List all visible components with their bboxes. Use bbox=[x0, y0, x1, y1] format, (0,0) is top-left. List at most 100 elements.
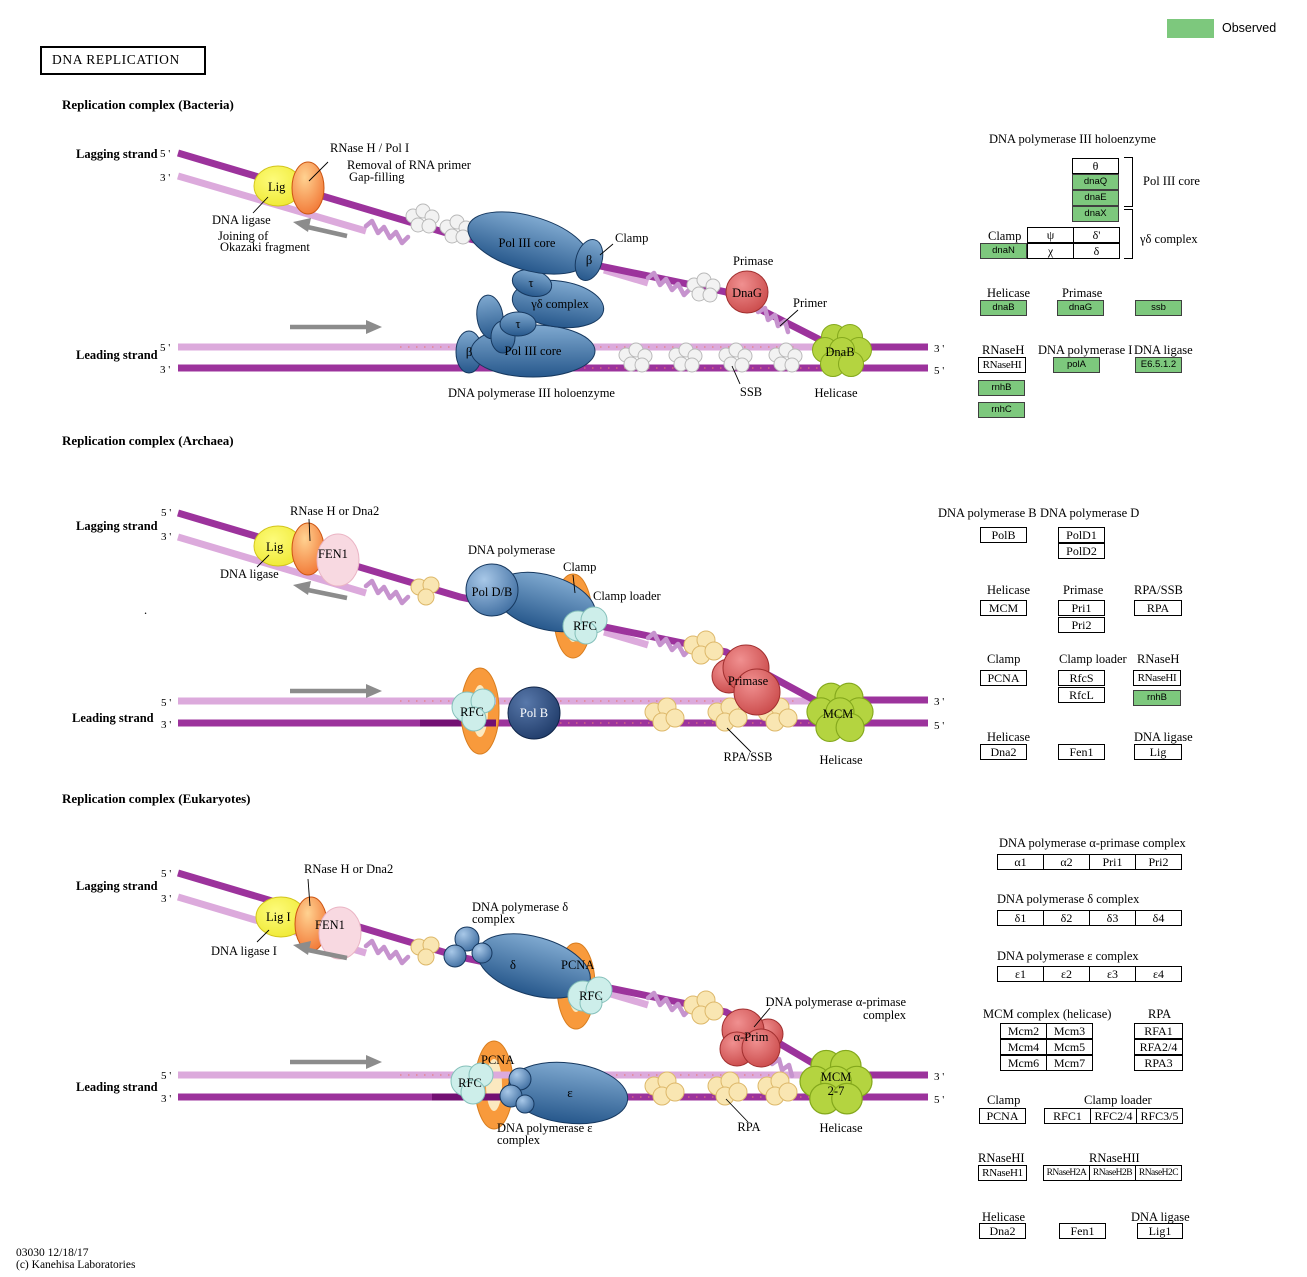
gene-box-RFA24[interactable]: RFA2/4 bbox=[1134, 1039, 1183, 1055]
gene-box-Lig[interactable]: Lig bbox=[1134, 744, 1182, 760]
gene-box-RFC35[interactable]: RFC3/5 bbox=[1136, 1108, 1183, 1124]
gene-box-d4[interactable]: δ4 bbox=[1135, 910, 1182, 926]
gene-box-Mcm7[interactable]: Mcm7 bbox=[1046, 1055, 1093, 1071]
pol3-core-bracket bbox=[1124, 157, 1133, 207]
bacteria-primase-label: Primase bbox=[733, 254, 774, 268]
gene-box-RNaseH2C[interactable]: RNaseH2C bbox=[1135, 1165, 1182, 1181]
gene-box-e1[interactable]: ε1 bbox=[997, 966, 1044, 982]
euk-mcm-label-1: MCM bbox=[821, 1070, 852, 1084]
gene-box-RNaseH1[interactable]: RNaseH1 bbox=[978, 1165, 1027, 1181]
gene-box-PCNA[interactable]: PCNA bbox=[980, 670, 1027, 686]
bracket-label-gd-complex: γδ complex bbox=[1140, 232, 1198, 246]
panel-label-rpa: RPA bbox=[1148, 1007, 1172, 1021]
gene-box-rnasehi[interactable]: RNaseHI bbox=[978, 357, 1026, 373]
gene-box-Dna2[interactable]: Dna2 bbox=[979, 1223, 1026, 1239]
gene-box-Pri2[interactable]: Pri2 bbox=[1135, 854, 1182, 870]
gene-box-PCNA[interactable]: PCNA bbox=[979, 1108, 1026, 1124]
euk-mcm-label-2: 2-7 bbox=[828, 1084, 845, 1098]
gene-box-theta[interactable]: θ bbox=[1072, 158, 1119, 174]
gene-box-Mcm3[interactable]: Mcm3 bbox=[1046, 1023, 1093, 1039]
observed-legend-label: Observed bbox=[1222, 21, 1277, 35]
gene-box-PolD1[interactable]: PolD1 bbox=[1058, 527, 1105, 543]
gene-box-PolD2[interactable]: PolD2 bbox=[1058, 543, 1105, 559]
gene-box-dnaX[interactable]: dnaX bbox=[1072, 206, 1119, 222]
gene-box-RFC24[interactable]: RFC2/4 bbox=[1090, 1108, 1137, 1124]
archaea-lead-3prime: 3 ' bbox=[161, 719, 171, 731]
archaea-lag-3prime: 3 ' bbox=[161, 531, 171, 543]
bacteria-lig-label: Lig bbox=[268, 180, 286, 194]
bacteria-right-3prime: 3 ' bbox=[934, 343, 944, 355]
gene-box-ssb[interactable]: ssb bbox=[1135, 300, 1182, 316]
panel-label-clamp: Clamp bbox=[987, 1093, 1021, 1107]
gene-box-d2[interactable]: δ2 bbox=[1043, 910, 1090, 926]
panel-label-helicase: Helicase bbox=[987, 286, 1031, 300]
eukaryote-alpha-primase-blobs bbox=[719, 1008, 784, 1068]
gene-box-polA[interactable]: polA bbox=[1053, 357, 1100, 373]
gene-box-rnhB[interactable]: rnhB bbox=[1133, 690, 1181, 706]
gene-box-delta[interactable]: δ bbox=[1073, 243, 1120, 259]
pathway-title-box[interactable]: DNA REPLICATION bbox=[40, 46, 206, 75]
gene-box-Mcm6[interactable]: Mcm6 bbox=[1000, 1055, 1047, 1071]
gene-box-RNaseHI[interactable]: RNaseHI bbox=[1133, 670, 1181, 686]
gene-box-psi[interactable]: ψ bbox=[1027, 227, 1074, 243]
gene-box-Dna2[interactable]: Dna2 bbox=[980, 744, 1027, 760]
gene-box-RNaseH2B[interactable]: RNaseH2B bbox=[1089, 1165, 1136, 1181]
gene-box-RFC1[interactable]: RFC1 bbox=[1044, 1108, 1091, 1124]
gene-box-dnaQ[interactable]: dnaQ bbox=[1072, 174, 1119, 190]
gene-box-e3[interactable]: ε3 bbox=[1089, 966, 1136, 982]
euk-leading-strand-label: Leading strand bbox=[76, 1080, 158, 1094]
gene-box-Pri1[interactable]: Pri1 bbox=[1058, 600, 1105, 616]
gene-box-e6512[interactable]: E6.5.1.2 bbox=[1135, 357, 1182, 373]
gene-box-RPA[interactable]: RPA bbox=[1134, 600, 1182, 616]
gene-box-delta-prime[interactable]: δ' bbox=[1073, 227, 1120, 243]
panel-label-mcm-complex: MCM complex (helicase) bbox=[983, 1007, 1112, 1021]
gene-box-Mcm2[interactable]: Mcm2 bbox=[1000, 1023, 1047, 1039]
gene-box-RFA1[interactable]: RFA1 bbox=[1134, 1023, 1183, 1039]
archaea-rnaseh-label: RNase H or Dna2 bbox=[290, 504, 379, 518]
gene-box-RNaseH2A[interactable]: RNaseH2A bbox=[1043, 1165, 1090, 1181]
euk-lead-5prime: 5 ' bbox=[161, 1070, 171, 1082]
bacteria-joining-label-2: Okazaki fragment bbox=[220, 240, 310, 254]
gene-box-RfcS[interactable]: RfcS bbox=[1058, 670, 1105, 686]
gene-box-chi[interactable]: χ bbox=[1027, 243, 1074, 259]
gene-box-RfcL[interactable]: RfcL bbox=[1058, 687, 1105, 703]
gene-box-d3[interactable]: δ3 bbox=[1089, 910, 1136, 926]
archaea-polb-label: Pol B bbox=[520, 706, 548, 720]
gene-box-rnhB[interactable]: rnhB bbox=[978, 380, 1025, 396]
gene-box-Mcm5[interactable]: Mcm5 bbox=[1046, 1039, 1093, 1055]
gene-box-dnaB[interactable]: dnaB bbox=[980, 300, 1027, 316]
gene-box-dnaG[interactable]: dnaG bbox=[1057, 300, 1104, 316]
gene-box-e2[interactable]: ε2 bbox=[1043, 966, 1090, 982]
euk-lag-5prime: 5 ' bbox=[161, 868, 171, 880]
archaea-lead-5prime: 5 ' bbox=[161, 697, 171, 709]
gene-box-Fen1[interactable]: Fen1 bbox=[1059, 1223, 1106, 1239]
bacteria-gapfill-label: Gap-filling bbox=[349, 170, 405, 184]
gene-box-Pri1[interactable]: Pri1 bbox=[1089, 854, 1136, 870]
bacteria-gd-complex-label: γδ complex bbox=[530, 297, 589, 311]
euk-lag-3prime: 3 ' bbox=[161, 893, 171, 905]
bacteria-primase-dnag-circle bbox=[725, 270, 769, 314]
gene-box-dnaE[interactable]: dnaE bbox=[1072, 190, 1119, 206]
archaea-ligase-label: DNA ligase bbox=[220, 567, 279, 581]
gene-box-rnhC[interactable]: rnhC bbox=[978, 402, 1025, 418]
gene-box-Mcm4[interactable]: Mcm4 bbox=[1000, 1039, 1047, 1055]
gene-box-d1[interactable]: δ1 bbox=[997, 910, 1044, 926]
archaea-lig-label: Lig bbox=[266, 540, 284, 554]
euk-pole-label-2: complex bbox=[497, 1133, 541, 1147]
gene-box-Pri2[interactable]: Pri2 bbox=[1058, 617, 1105, 633]
gene-box-RPA3[interactable]: RPA3 bbox=[1134, 1055, 1183, 1071]
panel-label-ligase: DNA ligase bbox=[1134, 730, 1193, 744]
gene-box-a1[interactable]: α1 bbox=[997, 854, 1044, 870]
panel-label-pole-complex: DNA polymerase ε complex bbox=[997, 949, 1139, 963]
gene-box-PolB[interactable]: PolB bbox=[980, 527, 1027, 543]
gene-box-a2[interactable]: α2 bbox=[1043, 854, 1090, 870]
panel-label-ligase: DNA ligase bbox=[1131, 1210, 1190, 1224]
gene-box-MCM[interactable]: MCM bbox=[980, 600, 1027, 616]
gene-box-Fen1[interactable]: Fen1 bbox=[1058, 744, 1105, 760]
euk-rnaseh-label: RNase H or Dna2 bbox=[304, 862, 393, 876]
archaea-pol-b-blob bbox=[507, 686, 561, 740]
bacteria-helicase-label: Helicase bbox=[814, 386, 857, 400]
gene-box-dnaN[interactable]: dnaN bbox=[980, 243, 1027, 259]
gene-box-e4[interactable]: ε4 bbox=[1135, 966, 1182, 982]
gene-box-Lig1[interactable]: Lig1 bbox=[1137, 1223, 1183, 1239]
